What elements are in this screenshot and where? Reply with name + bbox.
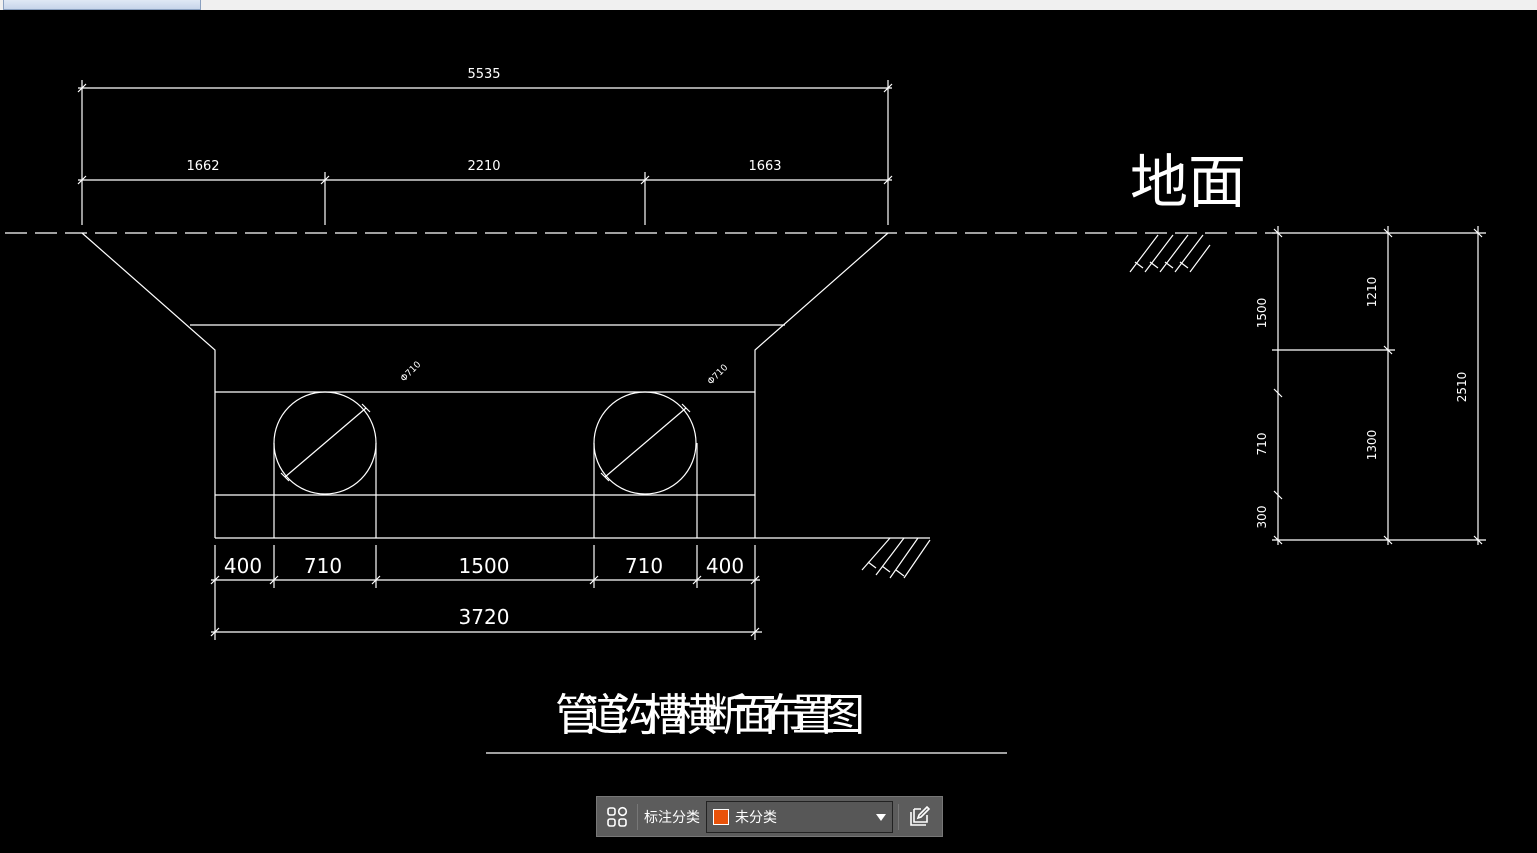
pipe-left bbox=[273, 391, 377, 538]
dim-5535: 5535 bbox=[467, 67, 500, 82]
drawing-title: 管道沟槽横断面布置图 bbox=[555, 690, 865, 741]
edit-icon[interactable] bbox=[899, 797, 939, 836]
drawing-canvas[interactable]: 5535 1662 2210 1663 Φ710 Φ710 地面 400 710… bbox=[2, 10, 1537, 849]
dim-right-1210: 1210 bbox=[1365, 277, 1379, 308]
pipe-right bbox=[593, 391, 698, 538]
right-dimensions bbox=[1272, 226, 1486, 545]
dim-1663: 1663 bbox=[748, 159, 781, 174]
top-dimensions bbox=[77, 80, 893, 225]
ground-hatch-top bbox=[1129, 234, 1211, 273]
dim-right-710: 710 bbox=[1255, 433, 1269, 456]
dim-right-2510: 2510 bbox=[1455, 372, 1469, 403]
dim-bottom-4: 710 bbox=[625, 554, 663, 578]
document-tab[interactable] bbox=[3, 0, 201, 10]
dim-right-1300: 1300 bbox=[1365, 430, 1379, 461]
annotation-toolbar: 标注分类 未分类 bbox=[596, 796, 943, 837]
pipe-label-left: Φ710 bbox=[399, 360, 423, 384]
dim-bottom-total: 3720 bbox=[459, 605, 510, 629]
dim-1662: 1662 bbox=[186, 159, 219, 174]
ground-hatch-bottom bbox=[861, 537, 931, 579]
bottom-dimensions bbox=[210, 545, 762, 640]
dim-right-300: 300 bbox=[1255, 506, 1269, 529]
category-label: 标注分类 bbox=[644, 809, 700, 826]
divider bbox=[898, 803, 899, 830]
title-bar bbox=[0, 0, 1537, 10]
chevron-down-icon bbox=[876, 813, 886, 821]
trench-outline bbox=[81, 232, 930, 539]
ground-label: 地面 bbox=[1130, 148, 1246, 216]
grid-icon[interactable] bbox=[597, 797, 637, 836]
dim-bottom-1: 400 bbox=[224, 554, 262, 578]
category-dropdown[interactable]: 未分类 bbox=[706, 800, 893, 833]
pipe-label-right: Φ710 bbox=[706, 363, 730, 387]
dim-right-1500: 1500 bbox=[1255, 298, 1269, 329]
dim-bottom-2: 710 bbox=[304, 554, 342, 578]
dim-bottom-5: 400 bbox=[706, 554, 744, 578]
category-color-swatch bbox=[713, 808, 729, 825]
dim-2210: 2210 bbox=[467, 159, 500, 174]
divider bbox=[637, 803, 638, 830]
dim-bottom-3: 1500 bbox=[459, 554, 510, 578]
category-value: 未分类 bbox=[735, 809, 777, 826]
